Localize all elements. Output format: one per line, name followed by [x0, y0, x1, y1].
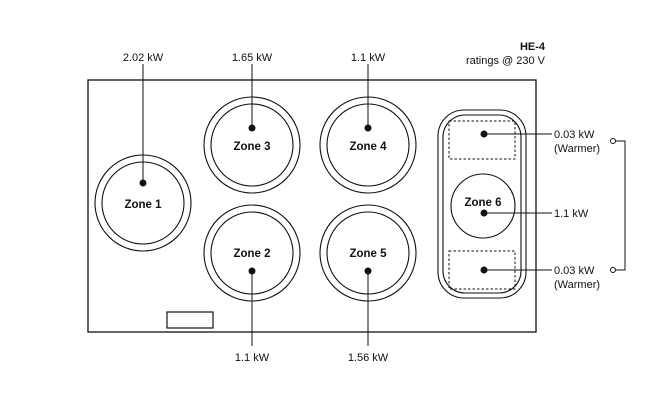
zone-2-label: Zone 2	[233, 248, 270, 260]
warmer-bottom-pad	[448, 250, 516, 290]
control-panel	[166, 311, 214, 329]
zone-2-power: 1.1 kW	[235, 352, 270, 364]
warmer-top-pad	[448, 120, 516, 160]
zone-4: 1.1 kW Zone 4	[319, 52, 417, 194]
zone-5: 1.56 kW Zone 5	[319, 204, 417, 364]
warmer-bottom-note: (Warmer)	[554, 279, 600, 291]
warmer-area-inner	[442, 114, 522, 294]
zone-1: 2.02 kW Zone 1	[94, 52, 192, 252]
warmer-bottom-power: 0.03 kW	[554, 265, 595, 277]
zone-6-warmer-area: 0.03 kW (Warmer) Zone 6 1.1 kW 0.03 kW (…	[437, 109, 600, 299]
warmer-top-note: (Warmer)	[554, 143, 600, 155]
zone-6-ring	[450, 173, 516, 239]
zone-5-label: Zone 5	[349, 248, 387, 260]
zone-1-label: Zone 1	[124, 199, 162, 211]
zone-2: 1.1 kW Zone 2	[203, 204, 301, 364]
warmer-area-outer	[437, 109, 527, 299]
zone-1-power: 2.02 kW	[123, 52, 164, 64]
rating-note: ratings @ 230 V	[466, 55, 546, 67]
zone-3-label: Zone 3	[233, 141, 270, 153]
zone-4-label: Zone 4	[349, 141, 387, 153]
zone-6-power: 1.1 kW	[554, 208, 589, 220]
warmer-link-bottom-node	[610, 267, 616, 273]
zone-3: 1.65 kW Zone 3	[203, 52, 301, 194]
zone-5-power: 1.56 kW	[348, 352, 389, 364]
warmer-link-top-node	[610, 138, 616, 144]
model-label: HE-4	[520, 41, 546, 53]
warmer-top-power: 0.03 kW	[554, 129, 595, 141]
zone-4-power: 1.1 kW	[351, 52, 386, 64]
warmer-link-bracket	[610, 138, 626, 273]
zone-6-label: Zone 6	[464, 197, 501, 209]
cooktop-outline	[87, 79, 537, 333]
warmer-link-line	[615, 140, 626, 271]
zone-3-power: 1.65 kW	[232, 52, 273, 64]
